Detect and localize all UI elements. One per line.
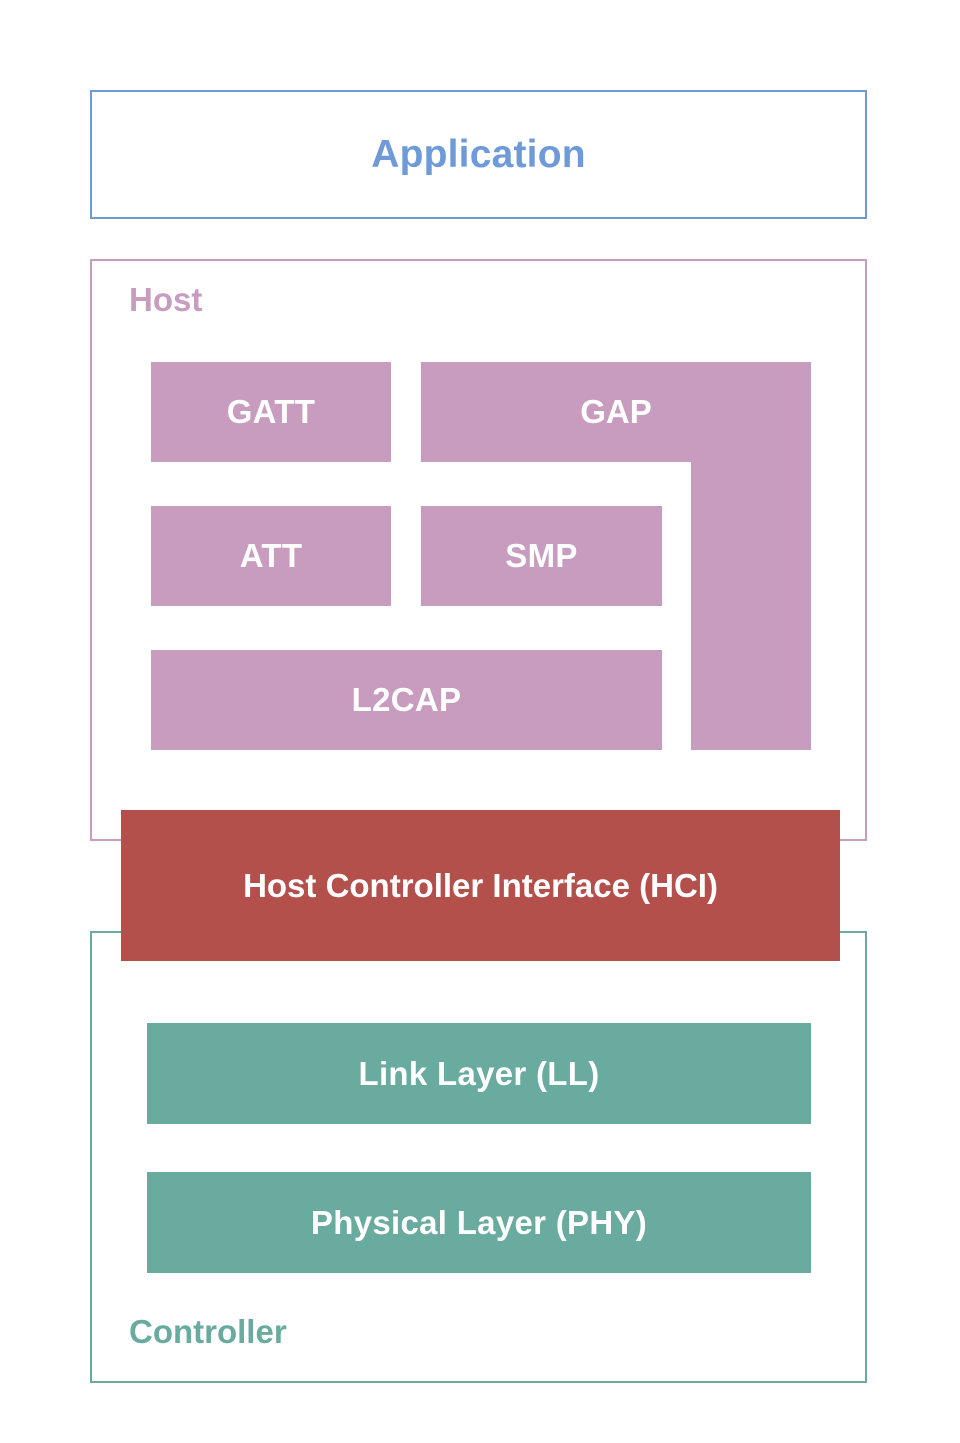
host-layer-label: Host xyxy=(129,281,203,318)
controller-layer-label: Controller xyxy=(129,1313,287,1350)
host-block-l2cap: L2CAP xyxy=(151,650,662,750)
host-block-gap-column xyxy=(691,462,811,750)
host-block-smp: SMP xyxy=(421,506,662,606)
hci-interface-bar: Host Controller Interface (HCI) xyxy=(121,810,840,961)
application-layer-box: Application xyxy=(90,90,867,219)
host-block-gatt: GATT xyxy=(151,362,391,462)
host-block-gap-label: GAP xyxy=(421,362,811,462)
host-block-att: ATT xyxy=(151,506,391,606)
controller-block-link-layer: Link Layer (LL) xyxy=(147,1023,811,1124)
host-block-gap: GAP xyxy=(421,362,811,750)
application-layer-label: Application xyxy=(371,132,586,176)
controller-block-physical-layer: Physical Layer (PHY) xyxy=(147,1172,811,1273)
